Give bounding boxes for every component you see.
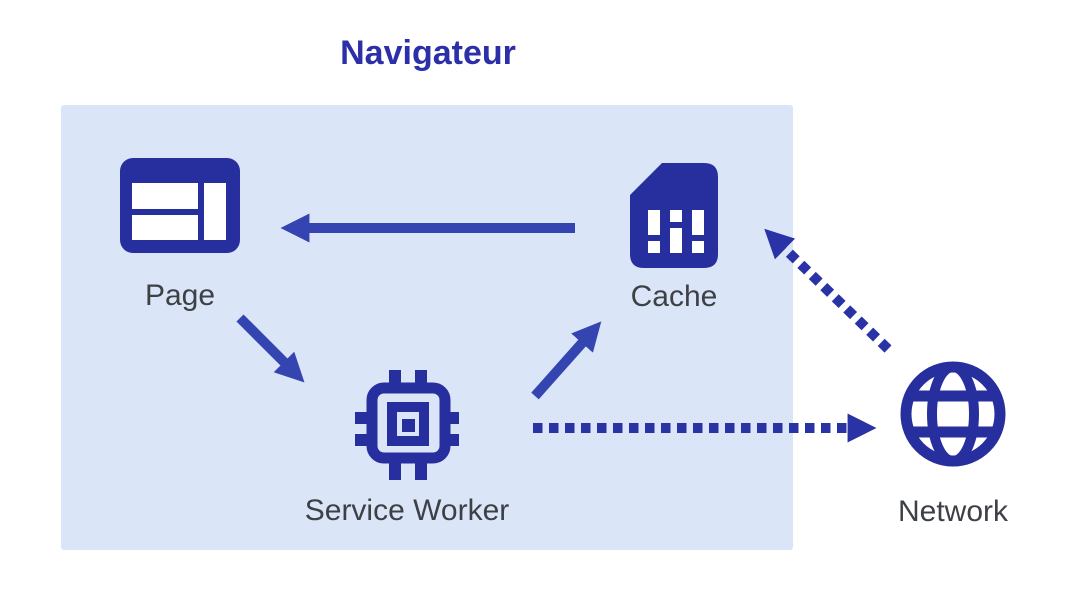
dotted-arrow-network-to-cache xyxy=(764,228,892,353)
browser-window-icon xyxy=(120,158,240,258)
node-network: Network xyxy=(848,361,1058,528)
node-label-cache: Cache xyxy=(630,280,718,313)
node-cache: Cache xyxy=(604,163,744,313)
globe-icon xyxy=(900,361,1006,472)
diagram-title: Navigateur xyxy=(340,34,516,72)
chip-icon xyxy=(355,370,459,485)
node-label-service-worker: Service Worker xyxy=(304,494,510,527)
sim-card-icon xyxy=(630,163,718,273)
node-service-worker: Service Worker xyxy=(287,370,527,527)
node-page: Page xyxy=(110,158,250,312)
node-label-page: Page xyxy=(144,279,216,312)
node-label-network: Network xyxy=(897,495,1009,528)
